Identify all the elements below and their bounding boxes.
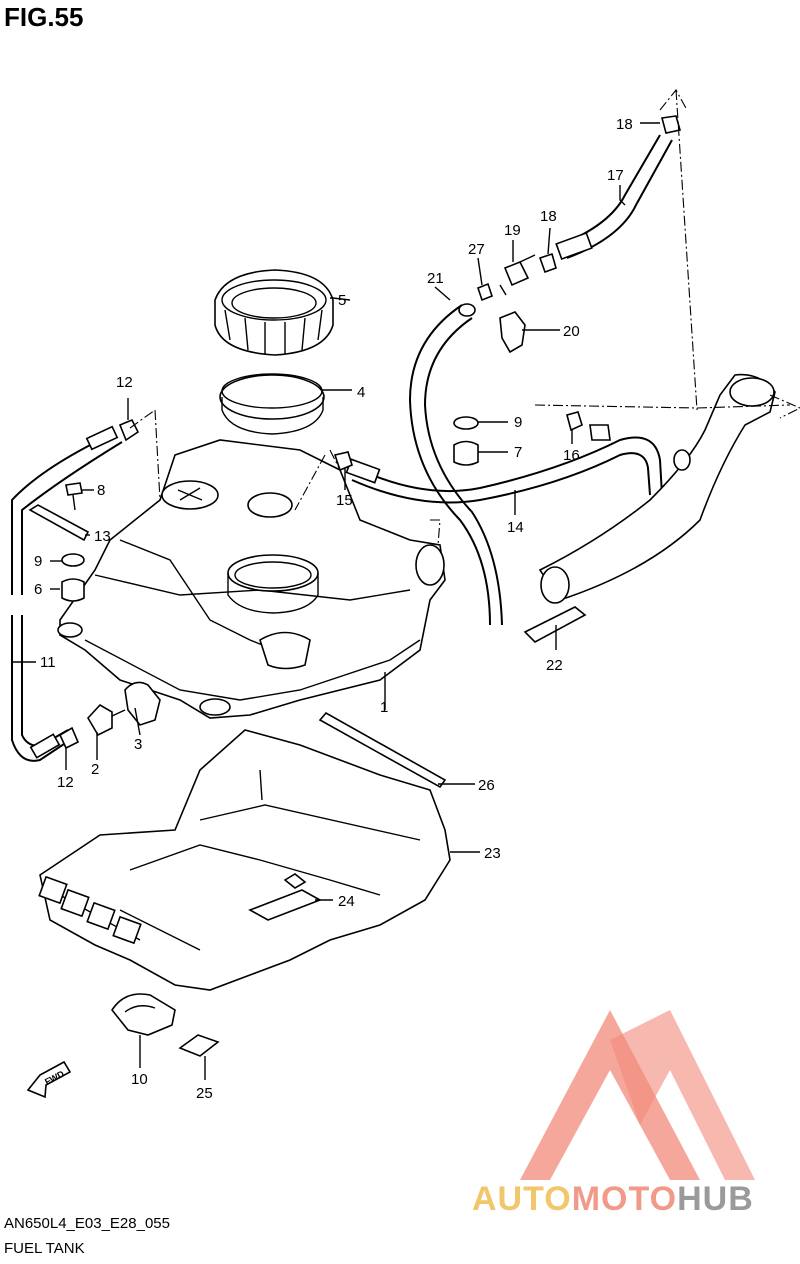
callout-20: 20 bbox=[563, 323, 580, 340]
clamp-part-12-bottom bbox=[58, 726, 80, 750]
callout-2: 2 bbox=[91, 761, 99, 778]
figure-title: FIG.55 bbox=[4, 2, 84, 32]
clip-part-27 bbox=[477, 282, 493, 302]
callout-6: 6 bbox=[34, 581, 42, 598]
fwd-arrow-icon bbox=[26, 1060, 72, 1099]
callout-23: 23 bbox=[484, 845, 501, 862]
bracket-part-22 bbox=[523, 606, 587, 643]
callout-4: 4 bbox=[357, 384, 365, 401]
callout-12-bottom: 12 bbox=[57, 774, 74, 791]
callout-21: 21 bbox=[427, 270, 444, 287]
watermark-logo bbox=[520, 1010, 755, 1180]
washer-part-9-left bbox=[61, 553, 85, 567]
callout-26: 26 bbox=[478, 777, 495, 794]
washer-part-9-right bbox=[453, 416, 479, 430]
callout-1: 1 bbox=[380, 699, 388, 716]
callout-14: 14 bbox=[507, 519, 524, 536]
callout-9-left: 9 bbox=[34, 553, 42, 570]
clamp-part-16 bbox=[566, 411, 611, 441]
watermark-part-hub: HUB bbox=[677, 1180, 754, 1218]
hose-part-17 bbox=[555, 134, 673, 261]
bracket-part-13 bbox=[28, 504, 90, 542]
callout-12-top: 12 bbox=[116, 374, 133, 391]
callout-7: 7 bbox=[514, 444, 522, 461]
callout-3: 3 bbox=[134, 736, 142, 753]
callout-16: 16 bbox=[563, 447, 580, 464]
callout-13: 13 bbox=[94, 528, 111, 545]
bracket-part-3 bbox=[124, 681, 161, 726]
valve-part-2 bbox=[87, 703, 126, 737]
callout-25: 25 bbox=[196, 1085, 213, 1102]
valve-part-19 bbox=[499, 254, 536, 296]
watermark-part-moto: MOTO bbox=[571, 1180, 678, 1218]
clamp-part-15 bbox=[333, 451, 353, 472]
watermark-text: AUTOMOTOHUB bbox=[472, 1180, 754, 1219]
cushion-part-7 bbox=[453, 440, 479, 466]
leader-lines bbox=[12, 122, 660, 1080]
strip-part-26 bbox=[318, 711, 447, 789]
cushion-part-6 bbox=[61, 578, 85, 602]
figure-caption: FUEL TANK bbox=[4, 1240, 85, 1257]
holder-part-20 bbox=[499, 311, 526, 354]
clamp-part-12-top bbox=[118, 418, 140, 442]
reference-lines bbox=[129, 89, 800, 546]
callout-18-lower: 18 bbox=[540, 208, 557, 225]
callout-10: 10 bbox=[131, 1071, 148, 1088]
hose-part-21 bbox=[408, 303, 503, 626]
callout-15: 15 bbox=[336, 492, 353, 509]
gasket-part-4 bbox=[219, 373, 325, 435]
hose-part-14 bbox=[345, 436, 663, 504]
watermark-part-auto: AUTO bbox=[472, 1180, 572, 1218]
hose-part-11 bbox=[11, 425, 123, 762]
callout-27: 27 bbox=[468, 241, 485, 258]
watermark-triangle-icon bbox=[520, 1010, 700, 1180]
callout-22: 22 bbox=[546, 657, 563, 674]
fuel-tank-part-1 bbox=[57, 439, 446, 719]
figure-code: AN650L4_E03_E28_055 bbox=[4, 1215, 170, 1232]
watermark-triangle-inner-icon bbox=[610, 1010, 755, 1180]
callout-24: 24 bbox=[338, 893, 355, 910]
callout-19: 19 bbox=[504, 222, 521, 239]
bolt-part-8 bbox=[65, 482, 83, 511]
under-cover-part-23 bbox=[38, 729, 451, 991]
callout-labels: 1 2 3 4 5 6 7 8 9 9 10 11 12 12 13 14 15… bbox=[34, 116, 633, 1102]
lock-ring-part-5 bbox=[214, 269, 334, 356]
callout-8: 8 bbox=[97, 482, 105, 499]
clamp-part-18-lower bbox=[538, 252, 557, 274]
callout-18-upper: 18 bbox=[616, 116, 633, 133]
clamp-part-18-upper bbox=[660, 115, 682, 134]
callout-5: 5 bbox=[338, 292, 346, 309]
callout-9-right: 9 bbox=[514, 414, 522, 431]
callout-11: 11 bbox=[40, 654, 56, 671]
callout-17: 17 bbox=[607, 167, 624, 184]
bracket-part-10 bbox=[111, 993, 176, 1036]
pad-part-25 bbox=[178, 1034, 220, 1057]
filler-neck bbox=[538, 373, 776, 604]
